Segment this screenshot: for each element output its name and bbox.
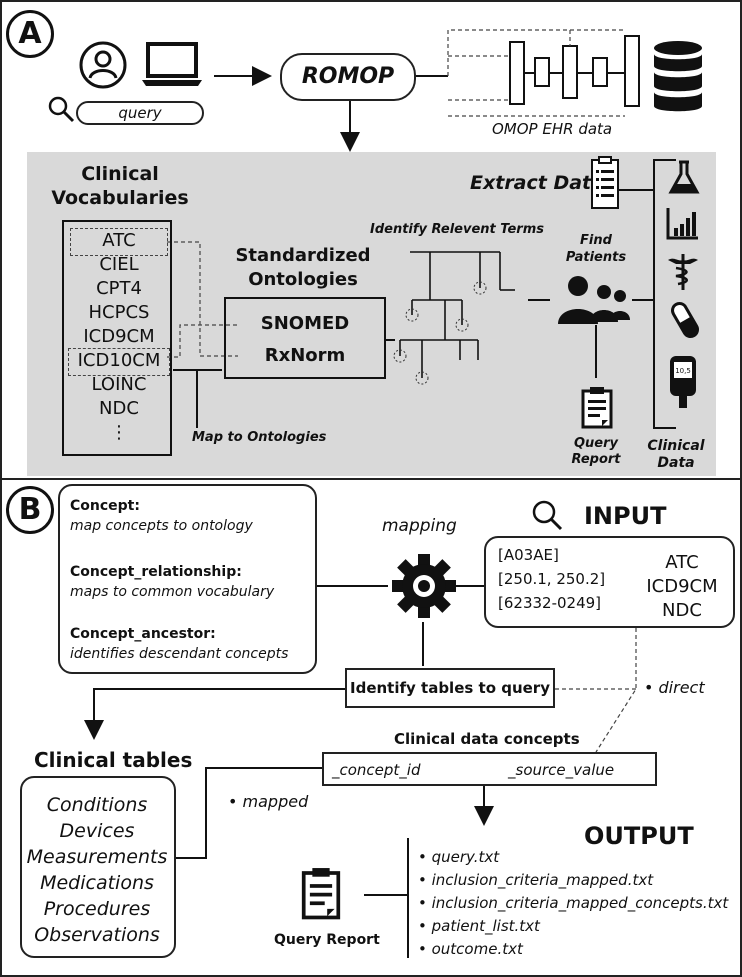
output-file: • outcome.txt [418, 940, 523, 958]
romop-node: ROMOP [280, 53, 416, 101]
glucose-meter-icon: 10,5 [670, 356, 696, 408]
ontology-box: SNOMED RxNorm [224, 297, 386, 379]
concept-anc-title: Concept_ancestor: [70, 626, 216, 642]
vocab-item: CPT4 [96, 278, 142, 299]
pill-icon [671, 301, 699, 339]
icd10cm-highlight [68, 348, 170, 376]
query-report-label-b: Query Report [274, 932, 380, 948]
glucose-reading: 10,5 [675, 367, 691, 375]
mapped-label: • mapped [228, 792, 309, 811]
input-vocab: ICD9CM [646, 576, 718, 597]
output-file: • query.txt [418, 848, 500, 866]
panel-b-badge: B [6, 486, 54, 534]
report-icon [301, 868, 341, 920]
rxnorm-label: RxNorm [264, 345, 346, 366]
clinical-table-item: Medications [40, 872, 154, 894]
map-to-ontologies-label: Map to Ontologies [192, 430, 327, 445]
vocab-item: ICD10CM [77, 350, 161, 371]
input-code: [250.1, 250.2] [498, 570, 606, 588]
identify-terms-label: Identify Relevent Terms [370, 222, 544, 237]
database-icon [654, 41, 702, 112]
source-value-field: _source_value [508, 761, 615, 779]
clinical-table-item: Procedures [43, 898, 151, 920]
panel-b [0, 478, 742, 977]
vocab-item: ⋮ [110, 422, 128, 443]
input-code: [62332-0249] [498, 594, 602, 612]
omop-label: OMOP EHR data [492, 120, 613, 138]
clinical-data-concepts-box: _concept_id _source_value [322, 752, 657, 786]
output-file: • inclusion_criteria_mapped_concepts.txt [418, 894, 729, 912]
clinical-data-concepts-title: Clinical data concepts [394, 730, 580, 748]
bar-chart-icon [666, 208, 698, 240]
clinical-table-item: Devices [59, 820, 135, 842]
concept-rel-title: Concept_relationship: [70, 564, 242, 580]
patients-icon [558, 276, 630, 324]
vocab-item: ICD9CM [83, 326, 155, 347]
input-code: [A03AE] [498, 546, 559, 564]
clipboard-icon [591, 156, 619, 209]
input-vocab: NDC [662, 600, 702, 621]
vocab-list-box: ATC CIEL CPT4 HCPCS ICD9CM ICD10CM LOINC… [62, 220, 172, 456]
concept-rel-desc: maps to common vocabulary [70, 584, 275, 600]
laptop-icon [142, 42, 202, 86]
output-file: • inclusion_criteria_mapped.txt [418, 871, 654, 889]
term-tree [399, 251, 515, 378]
panel-a-badge: A [6, 10, 54, 58]
concept-tables-box: Concept: map concepts to ontology Concep… [58, 484, 317, 674]
vocab-item: LOINC [91, 374, 147, 395]
output-file: • patient_list.txt [418, 917, 540, 935]
search-icon [48, 96, 75, 123]
vocab-item: NDC [99, 398, 139, 419]
concept-desc: map concepts to ontology [70, 518, 253, 534]
clinical-tables-box: Conditions Devices Measurements Medicati… [20, 776, 176, 958]
query-input[interactable]: query [76, 101, 204, 125]
user-icon [79, 41, 127, 89]
gear-icon [392, 554, 456, 618]
search-icon [532, 500, 563, 531]
concept-id-field: _concept_id [332, 761, 421, 779]
mapping-label: mapping [382, 516, 457, 536]
concept-anc-desc: identifies descendant concepts [70, 646, 289, 662]
extract-data-label: Extract Data [470, 172, 604, 194]
snomed-label: SNOMED [260, 313, 350, 334]
vocab-item: CIEL [99, 254, 139, 275]
vocab-item: HCPCS [88, 302, 150, 323]
concept-title: Concept: [70, 498, 140, 514]
report-icon [581, 387, 613, 429]
input-title: INPUT [584, 502, 667, 530]
output-title: OUTPUT [584, 822, 694, 850]
input-vocab: ATC [665, 552, 699, 573]
clinical-table-item: Measurements [26, 846, 168, 868]
caduceus-icon [668, 254, 698, 290]
omop-schema-diagram [509, 35, 640, 107]
clinical-table-item: Observations [34, 924, 160, 946]
identify-tables-box: Identify tables to query [345, 668, 555, 708]
clinical-table-item: Conditions [46, 794, 148, 816]
flask-icon [668, 160, 700, 194]
clinical-tables-title: Clinical tables [34, 748, 193, 772]
vocab-item: ATC [102, 230, 136, 251]
atc-highlight [70, 228, 168, 256]
direct-label: • direct [644, 678, 705, 697]
input-box: [A03AE] [250.1, 250.2] [62332-0249] ATC … [484, 536, 735, 628]
